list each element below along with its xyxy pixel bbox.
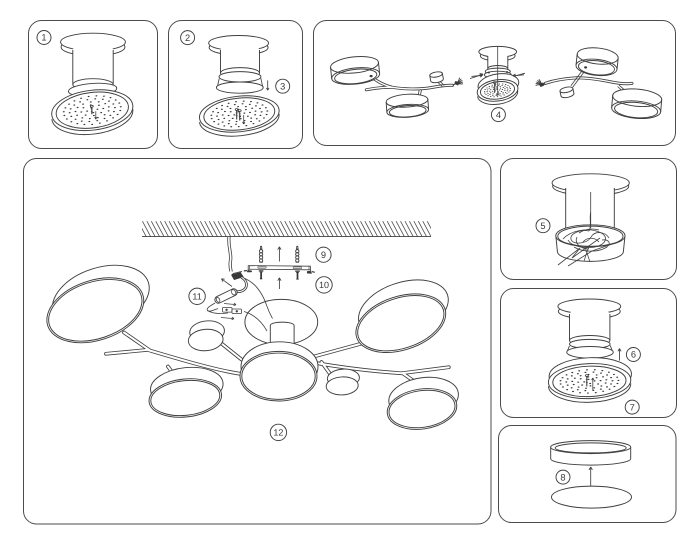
svg-text:10: 10 — [319, 280, 329, 290]
svg-text:2: 2 — [185, 33, 190, 43]
svg-text:9: 9 — [321, 250, 326, 260]
svg-text:4: 4 — [496, 110, 501, 120]
svg-text:6: 6 — [631, 350, 636, 360]
svg-text:7: 7 — [630, 402, 635, 412]
svg-text:3: 3 — [280, 81, 285, 91]
svg-text:8: 8 — [560, 472, 565, 482]
svg-text:12: 12 — [273, 428, 283, 438]
svg-text:1: 1 — [41, 33, 46, 43]
svg-text:11: 11 — [192, 291, 201, 301]
svg-text:5: 5 — [540, 221, 545, 231]
